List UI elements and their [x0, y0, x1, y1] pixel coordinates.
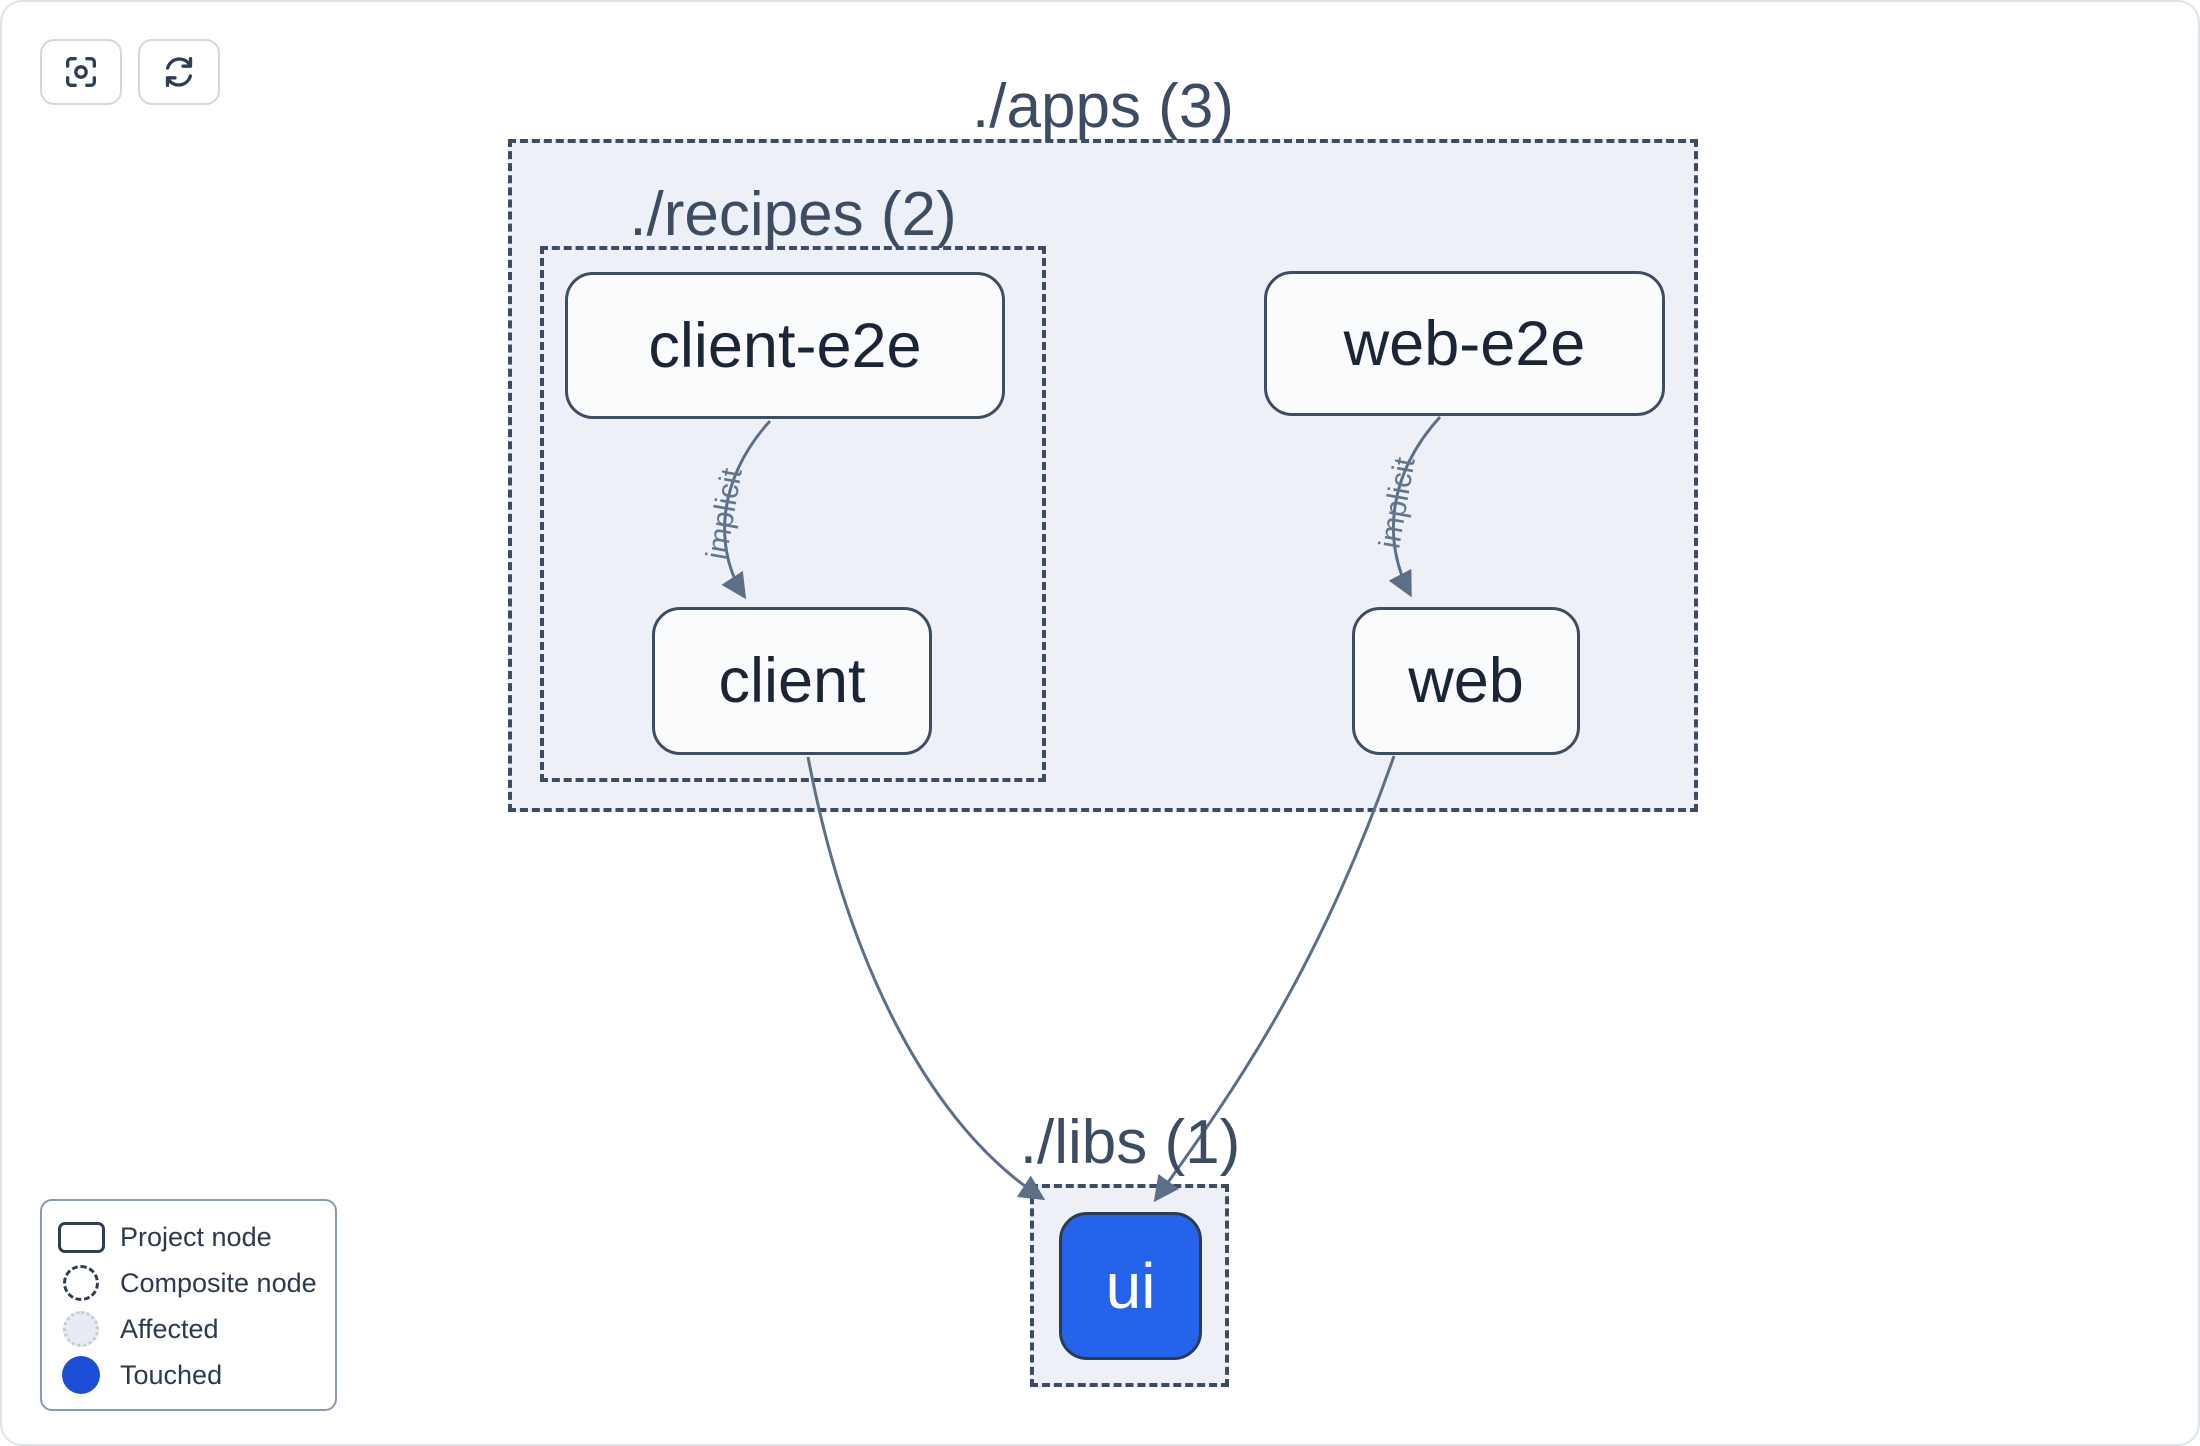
edge-web-to-ui[interactable]	[1153, 755, 1396, 1203]
node-web-e2e[interactable]: web-e2e	[1264, 271, 1665, 416]
edge-client-e2e-to-client[interactable]	[721, 419, 772, 600]
legend-item-touched: Touched	[42, 1352, 335, 1398]
node-client[interactable]: client	[652, 607, 932, 755]
legend-item-affected: Affected	[42, 1306, 335, 1352]
crosshair-icon	[66, 57, 97, 88]
legend-item-composite-node: Composite node	[42, 1260, 335, 1306]
group-libs-label[interactable]: ./libs (1)	[1019, 1108, 1241, 1177]
node-web[interactable]: web	[1352, 607, 1580, 755]
legend-label: Project node	[120, 1221, 272, 1252]
legend-label: Touched	[120, 1359, 223, 1390]
refresh-button[interactable]	[138, 39, 220, 105]
edge-web-e2e-to-web[interactable]	[1388, 415, 1442, 598]
legend-item-project-node: Project node	[42, 1214, 335, 1260]
node-ui[interactable]: ui	[1059, 1212, 1202, 1360]
project-node-icon	[57, 1221, 105, 1253]
legend-label: Composite node	[120, 1267, 317, 1298]
edge-client-to-ui[interactable]	[806, 756, 1046, 1201]
affected-icon	[63, 1311, 99, 1347]
refresh-icon	[165, 57, 193, 88]
group-recipes-label[interactable]: ./recipes (2)	[629, 180, 957, 249]
composite-node-icon	[63, 1265, 99, 1301]
touched-icon	[62, 1356, 100, 1394]
legend: Project node Composite node Affected Tou…	[40, 1199, 337, 1411]
group-apps-label[interactable]: ./apps (3)	[972, 72, 1234, 141]
legend-label: Affected	[120, 1313, 219, 1344]
node-client-e2e[interactable]: client-e2e	[565, 272, 1005, 419]
center-graph-button[interactable]	[40, 39, 122, 105]
